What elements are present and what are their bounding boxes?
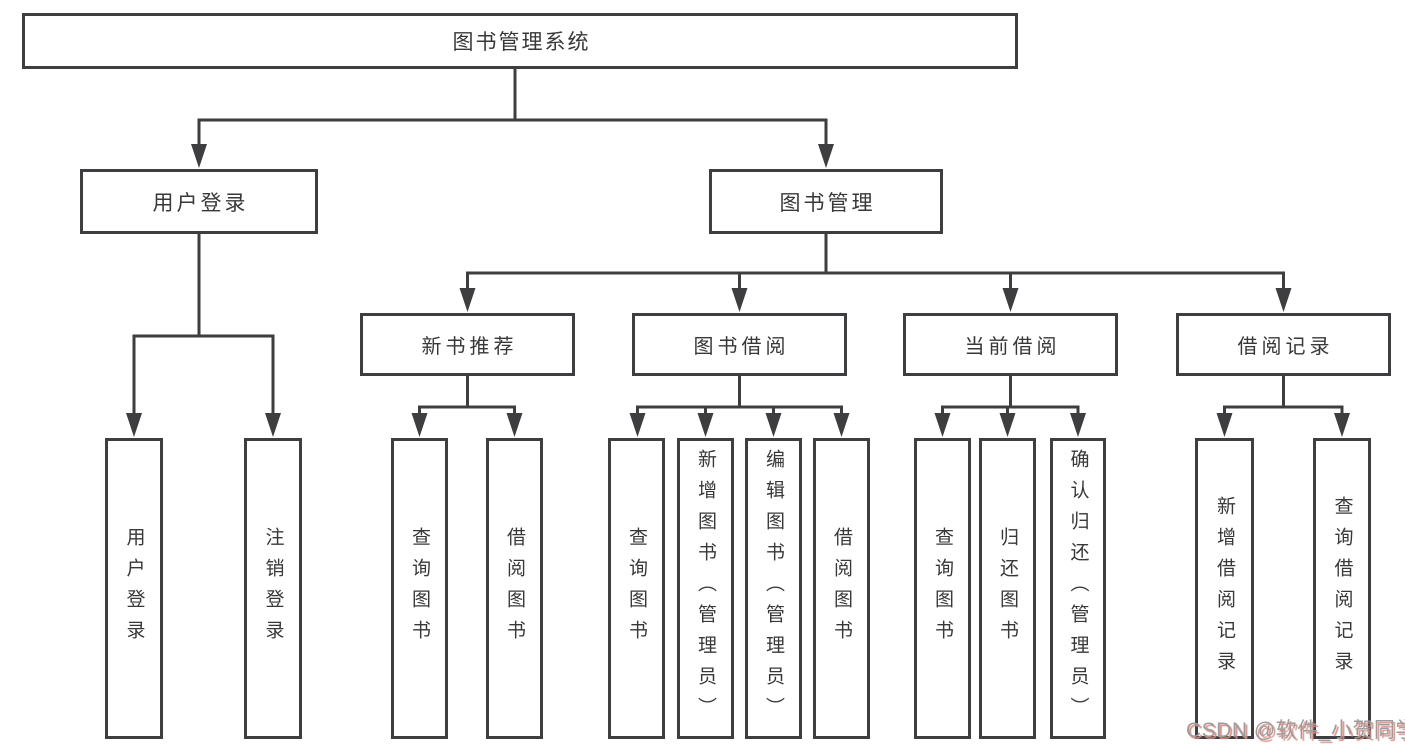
arrow-down-icon — [1002, 288, 1019, 312]
leaf-query-borrow-record: 查询借阅记录 — [1313, 438, 1371, 739]
arrow-down-icon — [731, 288, 748, 312]
leaf-edit-book-admin: 编辑图书（管理员） — [745, 438, 802, 739]
node-user-login: 用户登录 — [80, 169, 318, 234]
arrow-down-icon — [265, 413, 281, 437]
leaf-query-borrow-record-label: 查询借阅记录 — [1331, 495, 1353, 682]
leaf-borrow-books-recommend: 借阅图书 — [486, 438, 543, 739]
arrow-down-icon — [191, 144, 207, 168]
leaf-confirm-return-admin: 确认归还（管理员） — [1050, 438, 1106, 739]
leaf-borrow-books-borrowing: 借阅图书 — [813, 438, 870, 739]
leaf-confirm-return-admin-label: 确认归还（管理员） — [1067, 449, 1089, 728]
leaf-add-borrow-record: 新增借阅记录 — [1195, 438, 1254, 739]
connector-group — [126, 68, 1350, 437]
node-book-management-label: 图书管理 — [779, 191, 876, 215]
leaf-add-book-admin: 新增图书（管理员） — [677, 438, 734, 739]
arrow-down-icon — [126, 413, 142, 437]
leaf-borrow-books-borrowing-label: 借阅图书 — [831, 526, 852, 651]
leaf-query-books-current: 查询图书 — [914, 438, 971, 739]
arrow-down-icon — [818, 144, 834, 168]
leaf-add-book-admin-label: 新增图书（管理员） — [695, 449, 716, 728]
node-user-login-label: 用户登录 — [152, 191, 249, 215]
node-borrowing-records: 借阅记录 — [1176, 313, 1391, 376]
node-book-borrowing-label: 图书借阅 — [693, 336, 790, 358]
arrow-down-icon — [1070, 413, 1086, 437]
node-current-borrowing: 当前借阅 — [903, 313, 1118, 376]
arrow-down-icon — [629, 413, 646, 437]
arrow-down-icon — [411, 413, 428, 437]
arrow-down-icon — [999, 413, 1016, 437]
leaf-query-books-recommend: 查询图书 — [391, 438, 448, 739]
arrow-down-icon — [1334, 413, 1350, 437]
leaf-user-login: 用户登录 — [105, 438, 163, 739]
leaf-logout: 注销登录 — [244, 438, 302, 739]
arrow-down-icon — [506, 413, 523, 437]
leaf-user-login-label: 用户登录 — [123, 526, 145, 651]
leaf-query-books-borrowing: 查询图书 — [608, 438, 665, 739]
watermark: CSDN @软件_小贺同学 — [1186, 719, 1405, 742]
leaf-query-books-recommend-label: 查询图书 — [409, 526, 430, 651]
node-new-book-recommend: 新书推荐 — [360, 313, 575, 376]
leaf-edit-book-admin-label: 编辑图书（管理员） — [763, 449, 784, 728]
arrow-down-icon — [833, 413, 850, 437]
arrow-down-icon — [1275, 288, 1292, 312]
arrow-down-icon — [765, 413, 782, 437]
leaf-query-books-current-label: 查询图书 — [932, 526, 953, 651]
arrow-down-icon — [1216, 413, 1233, 437]
leaf-add-borrow-record-label: 新增借阅记录 — [1214, 495, 1235, 682]
node-root-label: 图书管理系统 — [452, 31, 591, 54]
node-current-borrowing-label: 当前借阅 — [964, 336, 1061, 358]
arrow-down-icon — [697, 413, 714, 437]
leaf-query-books-borrowing-label: 查询图书 — [626, 526, 647, 651]
leaf-logout-label: 注销登录 — [262, 526, 284, 651]
node-root: 图书管理系统 — [22, 13, 1018, 69]
node-book-management: 图书管理 — [709, 169, 943, 234]
arrow-down-icon — [934, 413, 951, 437]
leaf-borrow-books-recommend-label: 借阅图书 — [504, 526, 525, 651]
arrow-down-icon — [459, 288, 476, 312]
node-new-book-recommend-label: 新书推荐 — [421, 336, 518, 358]
node-book-borrowing: 图书借阅 — [632, 313, 847, 376]
leaf-return-book: 归还图书 — [979, 438, 1036, 739]
node-borrowing-records-label: 借阅记录 — [1237, 336, 1334, 358]
leaf-return-book-label: 归还图书 — [997, 526, 1018, 651]
